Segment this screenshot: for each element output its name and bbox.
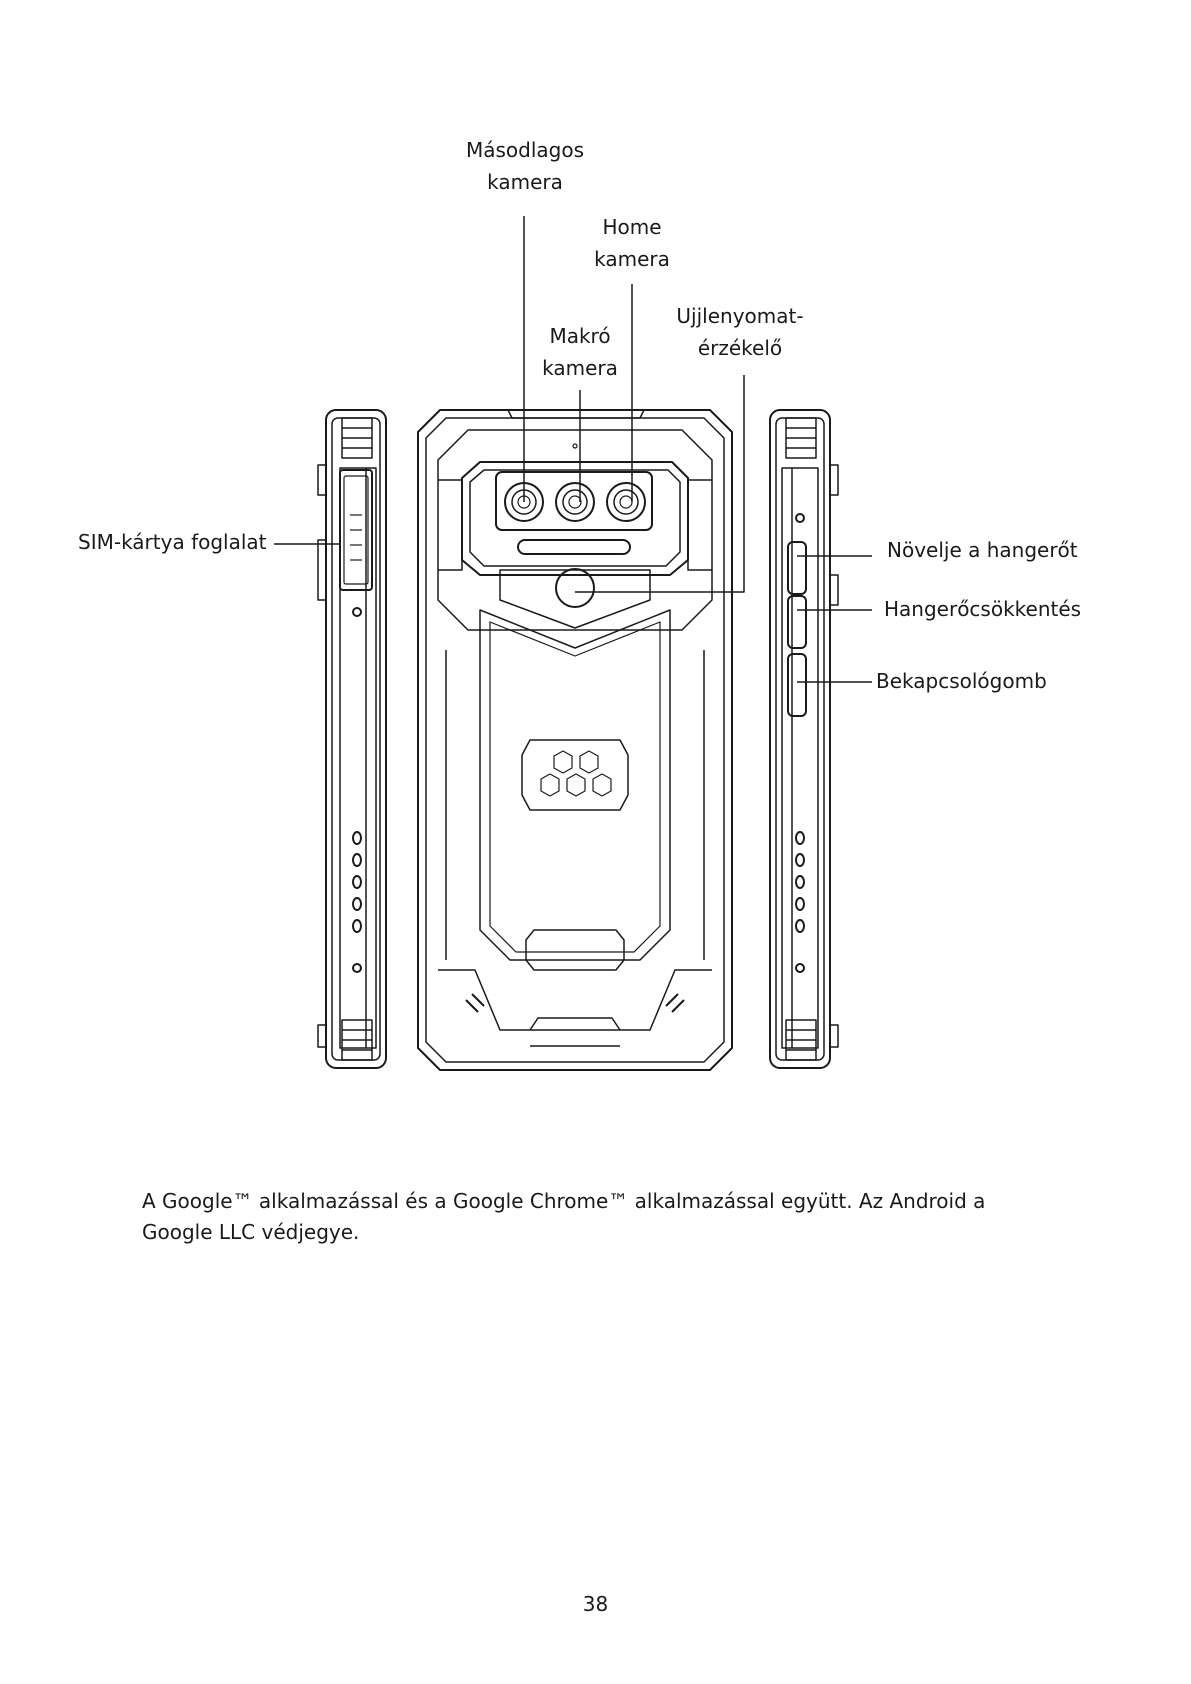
back-view [418, 410, 732, 1070]
trademark-footnote: A Google™ alkalmazással és a Google Chro… [142, 1186, 1062, 1248]
right-side-view [770, 410, 838, 1068]
leader-fingerprint [575, 375, 744, 592]
left-side-view [318, 410, 386, 1068]
page-number: 38 [0, 1592, 1191, 1616]
